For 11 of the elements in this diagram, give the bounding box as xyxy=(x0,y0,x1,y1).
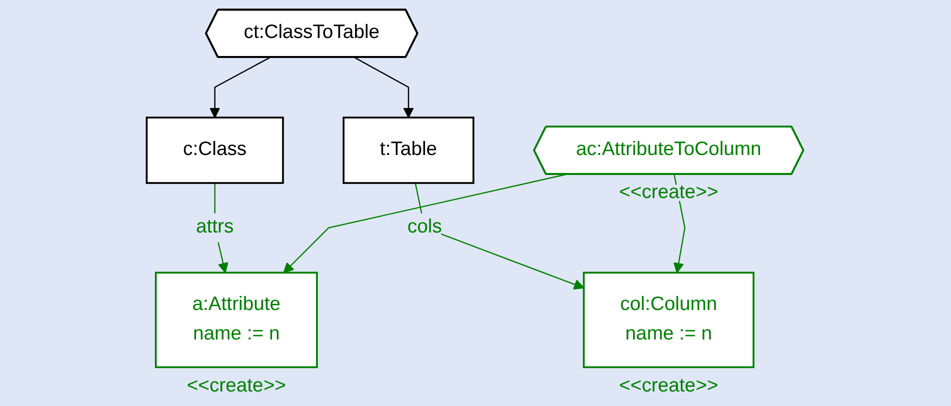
node-box: t:Table xyxy=(343,116,475,184)
stereotype-label: <<create>> xyxy=(187,374,286,396)
arrow xyxy=(210,57,271,118)
arrow xyxy=(354,57,414,118)
node-box: c:Class xyxy=(146,116,284,184)
edge-label: cols xyxy=(408,216,442,238)
node-box: a:Attribute name := n xyxy=(155,272,318,368)
edge-label: attrs xyxy=(196,216,234,238)
node-box: col:Column name := n xyxy=(583,272,755,368)
stereotype-label: <<create>> xyxy=(620,374,719,396)
arrow xyxy=(284,174,566,274)
